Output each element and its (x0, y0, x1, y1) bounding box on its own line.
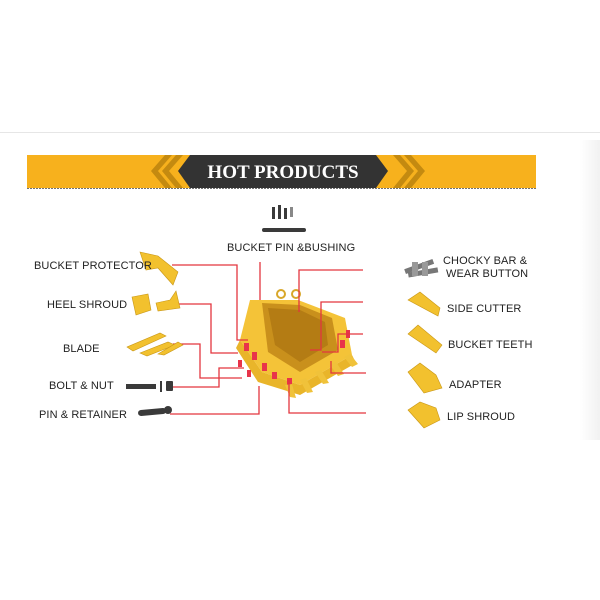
banner-title: HOT PRODUCTS (207, 162, 358, 183)
connector-lines (170, 262, 366, 415)
heel-shroud-icon (131, 290, 181, 316)
label-side-cutter: SIDE CUTTER (447, 303, 521, 315)
side-cutter-icon (407, 291, 441, 317)
bolt-nut-icon (126, 381, 173, 392)
label-lip-shroud: LIP SHROUD (447, 411, 515, 423)
pin-retainer-icon (138, 406, 172, 416)
label-heel-shroud: HEEL SHROUD (47, 299, 127, 311)
page-edge-shadow (580, 140, 600, 440)
label-pin-retainer: PIN & RETAINER (39, 409, 127, 421)
label-blade: BLADE (63, 343, 100, 355)
lip-shroud-icon (407, 401, 441, 429)
label-chocky-bar-line1: CHOCKY BAR & (443, 255, 528, 267)
label-bolt-nut: BOLT & NUT (49, 380, 114, 392)
page-divider (0, 132, 600, 133)
excavator-bucket-image (236, 289, 358, 398)
chevron-left-icon (151, 155, 183, 188)
hot-products-banner: HOT PRODUCTS (27, 155, 536, 189)
chocky-bar-wear-button-icon (404, 258, 439, 278)
bucket-pin-bushing-icon (262, 205, 306, 232)
label-bucket-protector: BUCKET PROTECTOR (34, 260, 152, 272)
chevron-right-icon (393, 155, 425, 188)
label-chocky-bar-line2: WEAR BUTTON (446, 268, 528, 280)
bucket-protector-icon (139, 251, 179, 286)
label-bucket-teeth: BUCKET TEETH (448, 339, 533, 351)
label-bucket-pin-bushing: BUCKET PIN &BUSHING (227, 242, 355, 254)
label-adapter: ADAPTER (449, 379, 502, 391)
bucket-teeth-icon (407, 324, 443, 354)
blade-icon (126, 332, 184, 357)
adapter-icon (407, 362, 443, 394)
banner-center (178, 155, 388, 188)
